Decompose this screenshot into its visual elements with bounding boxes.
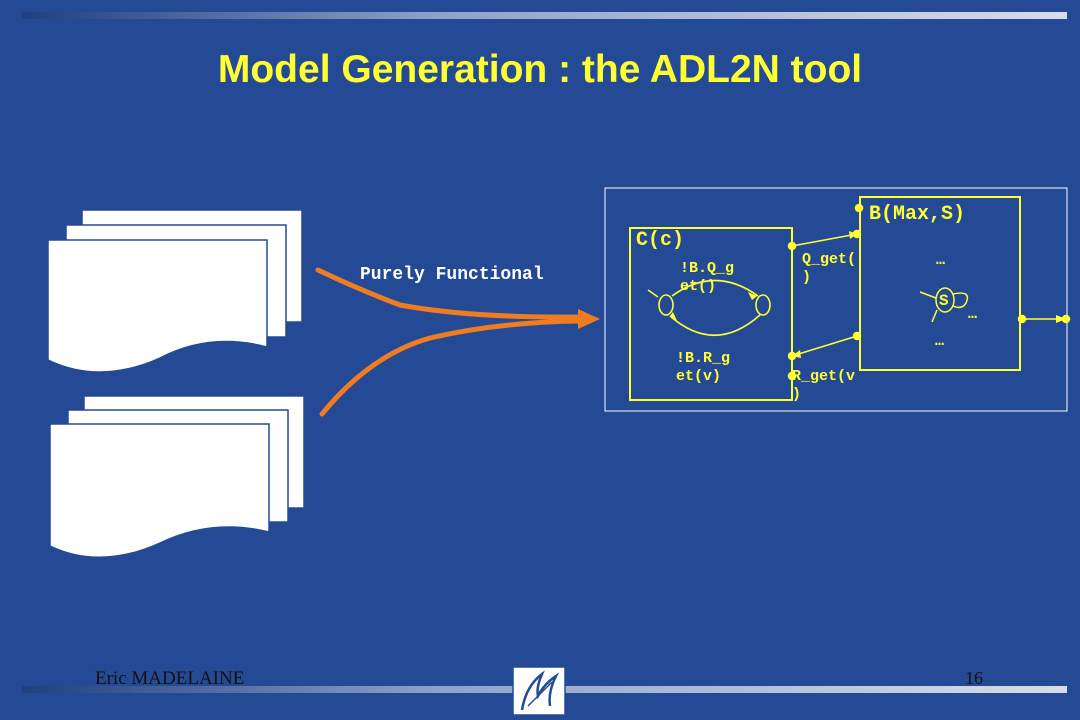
b-self-loop <box>952 292 969 309</box>
r-get-arrow-head-icon <box>792 350 801 358</box>
primitive-document-front <box>49 423 270 559</box>
primitive-label-line-1: Primitive <box>58 435 188 462</box>
purely-functional-label: Purely Functional <box>360 265 544 285</box>
c-automaton <box>647 279 771 336</box>
adl-files-label: ADL files + signatures <box>56 248 214 312</box>
port-dot <box>852 331 862 341</box>
b-automaton <box>919 287 969 323</box>
c-arrow-head-top-icon <box>748 292 757 300</box>
link-lines <box>787 203 1071 381</box>
r-get-label: R_get(v) <box>792 368 855 404</box>
component-b-box <box>859 196 1021 371</box>
r-get-line-2: ) <box>792 386 802 403</box>
q-get-label: Q_get() <box>802 251 856 287</box>
primitive-label-line-2: behaviour <box>58 467 188 494</box>
q-get-line-1: Q_get( <box>802 251 857 268</box>
arrow-head-icon <box>578 309 600 329</box>
c-transition-bottom <box>669 314 761 336</box>
arrow-from-primitive <box>319 318 583 417</box>
r-get-line-1: R_get(v <box>792 368 856 385</box>
port-dot <box>1017 314 1027 324</box>
adl-files-label-line-2: signatures <box>56 282 201 309</box>
adl-document-stack <box>47 209 303 373</box>
b-initial-arrow <box>919 291 937 299</box>
c-top-action-line-1: !B.Q_g <box>680 260 735 277</box>
port-dot <box>787 241 797 251</box>
page-number: 16 <box>965 668 983 688</box>
author-name: Eric MADELAINE <box>95 668 245 689</box>
c-bottom-action-line-2: et(v) <box>676 368 722 385</box>
q-get-line-2: ) <box>802 269 812 286</box>
q-get-link <box>791 233 858 247</box>
b-loop-bottom <box>931 309 938 323</box>
inria-logo-icon <box>512 666 566 716</box>
b-dots-right: … <box>968 306 978 323</box>
b-dots-bottom: … <box>935 333 945 350</box>
adl-files-label-line-1: ADL files + <box>56 250 215 277</box>
adl-document-front <box>47 239 268 373</box>
c-state-left <box>658 294 674 316</box>
r-get-link <box>791 335 858 357</box>
c-initial-arrow <box>647 289 659 298</box>
slide-title: Model Generation : the ADL2N tool <box>217 48 863 91</box>
b-state <box>935 287 955 313</box>
component-c-label: C(c) <box>636 229 685 252</box>
orange-arrows <box>315 267 583 417</box>
system-outer-box <box>604 187 1068 412</box>
arrow-from-adl <box>315 267 583 320</box>
output-arrow-head-icon <box>1056 315 1066 323</box>
component-b-label: B(Max,S) <box>869 203 966 226</box>
b-dots-top: … <box>936 252 946 269</box>
c-transition-top <box>671 279 759 297</box>
primitive-behaviour-label: Primitive behaviour (lotos) <box>58 433 188 529</box>
b-state-label: S <box>939 292 949 310</box>
primitive-label-line-3: (lotos) <box>58 499 159 526</box>
primitive-document-stack <box>49 395 305 559</box>
c-bottom-action-line-1: !B.R_g <box>676 350 731 367</box>
c-state-right <box>755 294 771 316</box>
port-dot <box>787 371 797 381</box>
c-top-action-line-2: et() <box>680 278 717 295</box>
component-c-box <box>629 227 793 401</box>
q-get-arrow-head-icon <box>849 231 857 239</box>
c-arrow-head-bottom-icon <box>670 312 678 323</box>
top-decorative-bar <box>22 12 1067 19</box>
port-dot <box>854 203 864 213</box>
